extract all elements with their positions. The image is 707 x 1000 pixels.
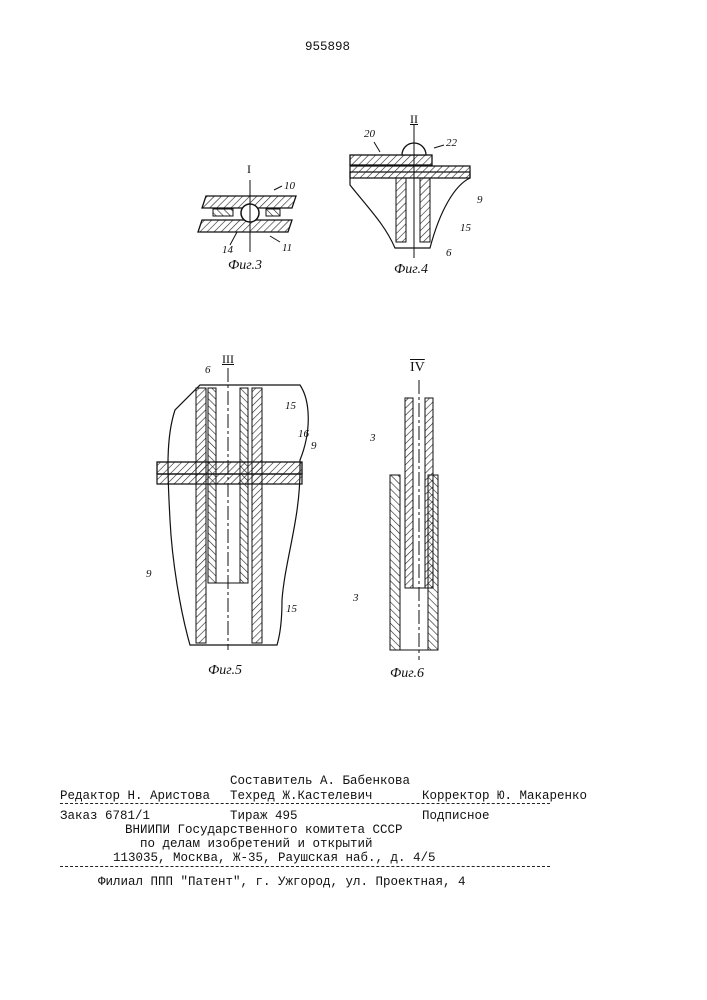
fig5-label-15-top: 15 — [285, 400, 296, 412]
imprint-org-line1: ВНИИПИ Государственного комитета СССР — [125, 823, 403, 837]
fig4-label-15: 15 — [460, 222, 471, 234]
fig3-label-14: 14 — [222, 244, 233, 256]
fig4-label-6: 6 — [446, 247, 452, 259]
imprint-address: 113035, Москва, Ж-35, Раушская наб., д. … — [113, 851, 436, 865]
fig6-caption: Фиг.6 — [390, 666, 424, 682]
fig3-caption: Фиг.3 — [228, 258, 262, 274]
imprint-compiler: Составитель А. Бабенкова — [230, 774, 410, 788]
imprint-editor: Редактор Н. Аристова — [60, 789, 210, 803]
imprint-order: Заказ 6781/1 — [60, 809, 150, 823]
imprint-print-run: Тираж 495 — [230, 809, 298, 823]
fig6-marker: IV — [410, 360, 425, 376]
fig5-label-9-left: 9 — [146, 568, 152, 580]
imprint-techred: Техред Ж.Кастелевич — [230, 789, 373, 803]
fig3-label-11: 11 — [282, 242, 292, 254]
imprint-corrector: Корректор Ю. Макаренко — [422, 789, 587, 803]
fig5-label-6: 6 — [205, 364, 211, 376]
fig3-label-10: 10 — [284, 180, 295, 192]
imprint-org-line2: по делам изобретений и открытий — [140, 837, 373, 851]
fig5-label-16: 16 — [298, 428, 309, 440]
fig4-label-20: 20 — [364, 128, 375, 140]
fig5-label-9-right: 9 — [311, 440, 317, 452]
fig3-marker: I — [247, 162, 251, 177]
imprint-divider-2 — [60, 866, 550, 867]
fig6-label-3-top: 3 — [370, 432, 376, 444]
fig6-label-3-bottom: 3 — [353, 592, 359, 604]
fig5-marker: III — [222, 352, 234, 367]
fig6-geometry — [390, 380, 438, 660]
fig4-marker: II — [410, 112, 418, 127]
fig5-caption: Фиг.5 — [208, 663, 242, 679]
imprint-branch: Филиал ППП "Патент", г. Ужгород, ул. Про… — [98, 875, 466, 889]
fig4-label-22: 22 — [446, 137, 457, 149]
fig4-caption: Фиг.4 — [394, 262, 428, 278]
imprint-divider-1 — [60, 803, 550, 804]
imprint-subscription: Подписное — [422, 809, 490, 823]
fig4-label-9: 9 — [477, 194, 483, 206]
fig5-label-15-bottom: 15 — [286, 603, 297, 615]
